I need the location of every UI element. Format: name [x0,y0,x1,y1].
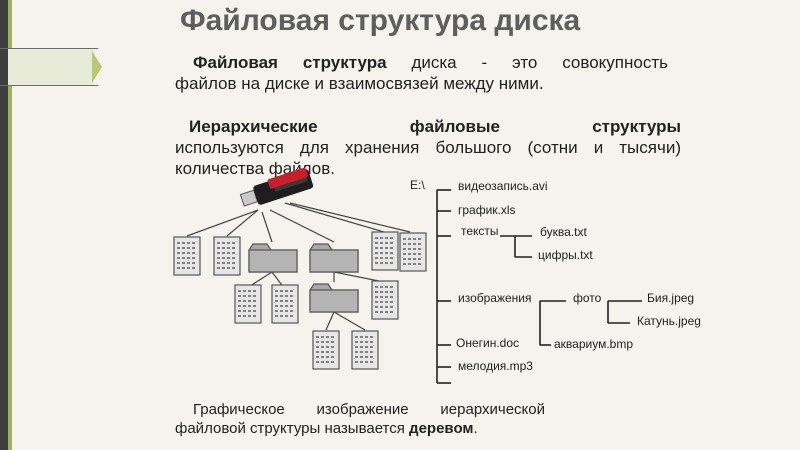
definition-paragraph: Файловая структура диска - это совокупно… [175,52,668,94]
caption-end: . [473,420,478,437]
tree-item-photo: фото [573,291,602,305]
tree-item-katun: Катунь.jpeg [637,314,701,328]
hierarchy-lead: Иерархические файловые структуры [189,117,681,136]
slide-title: Файловая структура диска [180,4,581,37]
document-icon [371,231,399,271]
folder-icon [309,243,359,273]
tree-item-graph: график.xls [458,203,516,217]
definition-text-1: диска - это совокупность [386,53,668,72]
folder-icon [309,283,359,313]
caption-text: Графическое изображение иерархической фа… [175,401,545,437]
caption-bold: деревом [409,420,474,437]
folder-icon [248,243,298,273]
caption-paragraph: Графическое изображение иерархической фа… [175,400,545,438]
tree-item-biya: Бия.jpeg [647,291,695,305]
document-icon [351,330,379,370]
document-icon [234,284,262,324]
left-band [0,0,8,450]
usb-drive-icon [239,167,314,207]
left-accent-stripe [8,0,12,450]
tree-item-texts: тексты [461,224,499,238]
document-icon [399,232,427,272]
tree-item-letter: буква.txt [540,225,587,239]
tree-item-digits: цифры.txt [538,248,593,262]
tree-item-images: изображения [458,291,532,305]
document-icon [371,280,399,320]
tree-item-melody: мелодия.mp3 [458,359,533,373]
document-icon [271,284,299,324]
tree-item-onegin: Онегин.doc [456,336,520,350]
tree-item-aquarium: аквариум.bmp [554,337,634,351]
document-icon [213,236,241,276]
definition-text-2: файлов на диске и взаимосвязей между ним… [175,74,544,93]
slide-decoration [0,48,110,86]
tree-item-video: видеозапись.avi [458,179,548,193]
document-icon [312,330,340,370]
definition-lead: Файловая структура [193,53,387,72]
document-icon [173,236,201,276]
tree-root: E:\ [410,178,425,192]
